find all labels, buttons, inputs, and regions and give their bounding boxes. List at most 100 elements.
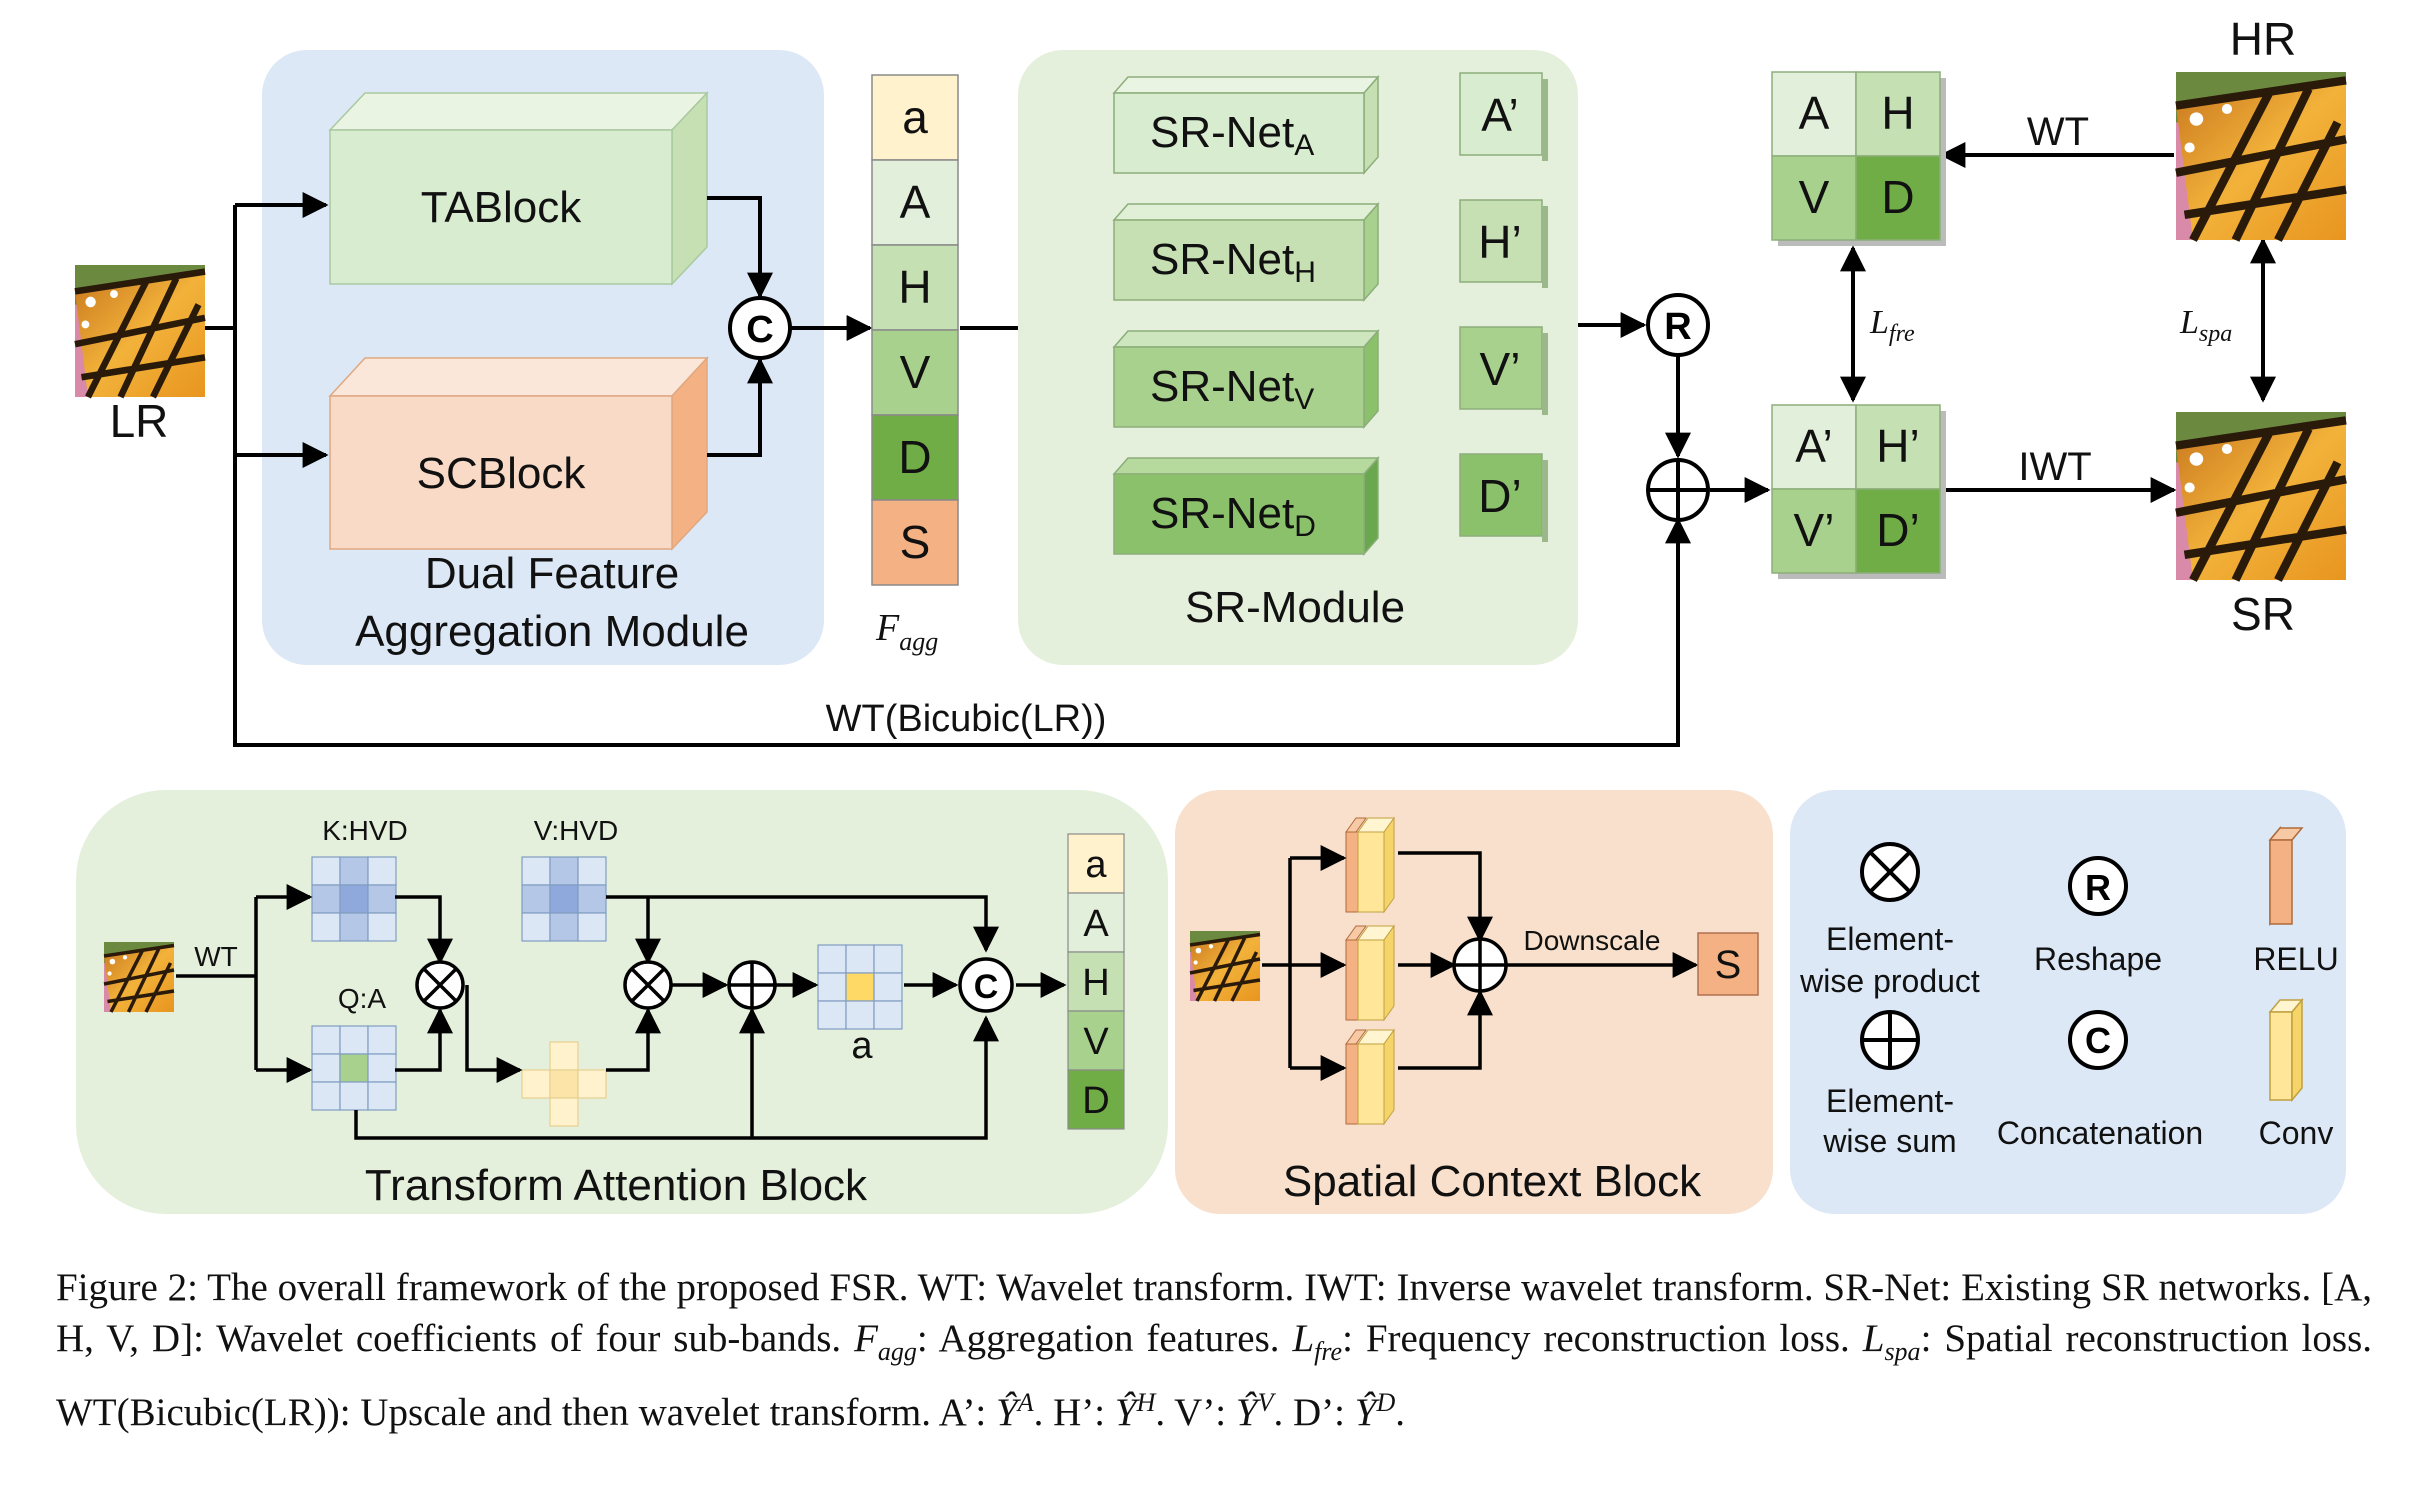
scblock-box: SCBlock bbox=[328, 356, 709, 551]
tab-stack-cell bbox=[1067, 1010, 1125, 1071]
conv-relu-stack bbox=[1345, 816, 1395, 914]
reshape-circle: R bbox=[1646, 293, 1710, 357]
stack-cell bbox=[871, 159, 959, 246]
grid-cell-label: H’ bbox=[1876, 420, 1919, 472]
tab-stack-cell bbox=[1067, 951, 1125, 1012]
grid-cell-label: D bbox=[1881, 171, 1914, 223]
grid-cell-label: A bbox=[1799, 87, 1830, 139]
stack-cell bbox=[871, 244, 959, 331]
sr-module-label: SR-Module bbox=[1185, 583, 1405, 632]
legend-conv: Conv bbox=[2259, 1115, 2334, 1151]
conv-icon bbox=[2268, 997, 2304, 1103]
bypass-label: WT(Bicubic(LR)) bbox=[826, 698, 1107, 740]
sr-net-d: SR-NetD bbox=[1112, 456, 1380, 556]
svg-text:V’: V’ bbox=[1480, 343, 1521, 395]
grid-cell-label: H bbox=[1881, 87, 1914, 139]
svg-text:A’: A’ bbox=[1481, 89, 1519, 141]
product-icon bbox=[1860, 842, 1920, 902]
scblock-label: SCBlock bbox=[417, 449, 587, 498]
tab-stack-label: H bbox=[1082, 962, 1109, 1004]
dual-module-label-line1: Dual Feature bbox=[425, 549, 679, 598]
legend-relu: RELU bbox=[2253, 941, 2338, 977]
top-connectors bbox=[205, 101, 2276, 747]
sr-net-h: SR-NetH bbox=[1112, 202, 1380, 302]
svg-text:H’: H’ bbox=[1478, 216, 1521, 268]
sr-net-label: SR-NetA bbox=[1150, 108, 1314, 162]
v-grid bbox=[521, 856, 607, 942]
tab-title: Transform Attention Block bbox=[365, 1161, 868, 1210]
a-label: a bbox=[851, 1025, 873, 1067]
svg-text:R: R bbox=[1664, 306, 1691, 348]
hr-image bbox=[2176, 72, 2346, 240]
grid-cell bbox=[1855, 71, 1941, 157]
sr-net-output: D’ bbox=[1459, 453, 1548, 542]
sr-net-output: V’ bbox=[1459, 326, 1548, 415]
scb-input-image bbox=[1188, 929, 1262, 1003]
tab-stack-cell bbox=[1067, 892, 1125, 953]
legend-reshape: Reshape bbox=[2034, 941, 2162, 977]
stack-cell-label: V bbox=[900, 346, 931, 398]
tab-input-image bbox=[102, 940, 176, 1014]
fagg-label: Fagg bbox=[875, 607, 938, 656]
sr-net-output: H’ bbox=[1459, 199, 1548, 288]
a-grid bbox=[817, 944, 903, 1030]
tab-connectors bbox=[176, 884, 1067, 1140]
concat-icon: C bbox=[2068, 1010, 2128, 1070]
sr-image bbox=[2176, 412, 2346, 580]
tab-stack-cell bbox=[1067, 1069, 1125, 1130]
v-label: V:HVD bbox=[534, 815, 619, 846]
iwt-label: IWT bbox=[2018, 445, 2091, 489]
grid-cell bbox=[1855, 404, 1941, 490]
tab-product-circle-1 bbox=[415, 960, 465, 1010]
grid-cell-label: V bbox=[1799, 171, 1830, 223]
grid-cell-label: V’ bbox=[1794, 504, 1835, 556]
tab-stack-label: D bbox=[1082, 1080, 1109, 1122]
legend-sum-line2: wise sum bbox=[1822, 1123, 1956, 1159]
wt-label: WT bbox=[2027, 110, 2089, 154]
q-label: Q:A bbox=[338, 983, 387, 1014]
legend-panel bbox=[1790, 790, 2346, 1214]
sr-net-a: SR-NetA bbox=[1112, 75, 1380, 175]
predicted-coefficient-grid: A’H’V’D’ bbox=[1771, 404, 1946, 579]
scb-title: Spatial Context Block bbox=[1283, 1157, 1702, 1206]
lspa-label: Lspa bbox=[2179, 304, 2232, 347]
sr-net-label: SR-NetV bbox=[1150, 362, 1314, 416]
k-grid bbox=[311, 856, 397, 942]
conv-relu-stack bbox=[1345, 1028, 1395, 1126]
sr-net-output: A’ bbox=[1459, 72, 1548, 161]
tab-stack-label: V bbox=[1083, 1021, 1109, 1063]
grid-cell bbox=[1855, 155, 1941, 241]
tab-feature-grids bbox=[311, 856, 903, 1127]
stack-cell-label: S bbox=[900, 516, 931, 568]
sr-label: SR bbox=[2231, 588, 2295, 640]
svg-text:C: C bbox=[746, 309, 773, 351]
scb-conv-relu-stacks bbox=[1345, 816, 1395, 1126]
tablock-label: TABlock bbox=[421, 183, 583, 232]
stack-cell bbox=[871, 499, 959, 586]
tab-stack-label: A bbox=[1083, 903, 1109, 945]
q-grid bbox=[311, 1025, 397, 1111]
concat-circle: C bbox=[728, 296, 792, 360]
tab-concat-circle: C bbox=[958, 957, 1014, 1013]
scb-connectors bbox=[1262, 845, 1699, 1081]
legend-concat: Concatenation bbox=[1997, 1115, 2203, 1151]
svg-text:S: S bbox=[1715, 943, 1742, 987]
relu-icon bbox=[2268, 825, 2304, 927]
attention-cross bbox=[521, 1041, 607, 1127]
downscale-label: Downscale bbox=[1524, 925, 1661, 956]
lr-image bbox=[75, 265, 205, 397]
svg-text:D’: D’ bbox=[1478, 470, 1521, 522]
legend-product-line1: Element- bbox=[1826, 921, 1954, 957]
sr-net-label: SR-NetH bbox=[1150, 235, 1316, 289]
sum-circle bbox=[1646, 458, 1710, 522]
grid-cell-label: D’ bbox=[1876, 504, 1919, 556]
grid-cell bbox=[1771, 488, 1857, 574]
grid-cell bbox=[1771, 404, 1857, 490]
svg-text:C: C bbox=[974, 968, 999, 1006]
sr-net-label: SR-NetD bbox=[1150, 489, 1316, 543]
lfre-label: Lfre bbox=[1869, 304, 1915, 347]
stack-cell bbox=[871, 329, 959, 416]
grid-cell bbox=[1771, 155, 1857, 241]
